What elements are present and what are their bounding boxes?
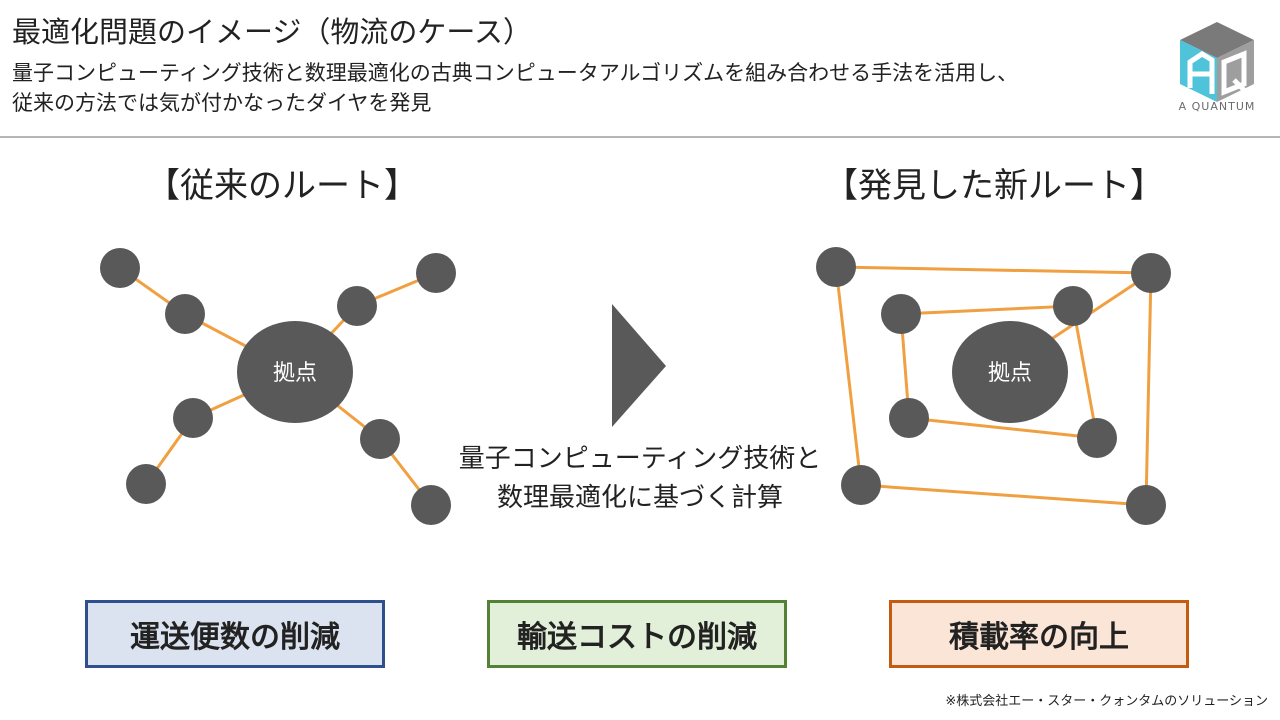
delivery-node (411, 485, 451, 525)
right-diagram-title: 【発見した新ルート】 (824, 166, 1164, 206)
delivery-node (126, 464, 166, 504)
play-triangle-icon (612, 304, 666, 427)
page-subtitle: 量子コンピューティング技術と数理最適化の古典コンピュータアルゴリズムを組み合わせ… (12, 58, 1018, 118)
delivery-node (337, 286, 377, 326)
hub-node (237, 321, 353, 423)
method-caption-line-2: 数理最適化に基づく計算 (496, 483, 783, 513)
delivery-node (416, 253, 456, 293)
result-label: 輸送コストの削減 (517, 620, 757, 655)
subtitle-line-2: 従来の方法では気が付かなったダイヤを発見 (12, 91, 432, 115)
result-label: 積載率の向上 (949, 620, 1129, 655)
delivery-node (1126, 485, 1166, 525)
route-edge (1049, 271, 1152, 342)
result-lower-cost: 輸送コストの削減 (487, 600, 787, 668)
hub-label: 拠点 (988, 361, 1032, 386)
delivery-node (1131, 253, 1171, 293)
delivery-node (1053, 286, 1093, 326)
method-caption: 量子コンピューティング技術と 数理最適化に基づく計算 (440, 440, 840, 518)
header-divider (0, 136, 1280, 138)
right-diagram: 拠点 (816, 247, 1171, 525)
aq-cube-logo-icon (1180, 22, 1254, 102)
result-fewer-shipments: 運送便数の削減 (85, 600, 385, 668)
result-label: 運送便数の削減 (130, 620, 340, 655)
delivery-node (816, 247, 856, 287)
delivery-node (360, 419, 400, 459)
hub-node (952, 321, 1068, 423)
result-higher-load-rate: 積載率の向上 (889, 600, 1189, 668)
page-title: 最適化問題のイメージ（物流のケース） (12, 15, 532, 49)
hub-label: 拠点 (273, 361, 317, 386)
subtitle-line-1: 量子コンピューティング技術と数理最適化の古典コンピュータアルゴリズムを組み合わせ… (12, 61, 1019, 85)
method-caption-line-1: 量子コンピューティング技術と (458, 444, 822, 474)
left-diagram: 拠点 (100, 248, 456, 525)
footnote: ※株式会社エー・スター・クォンタムのソリューション (945, 694, 1268, 709)
delivery-node (165, 294, 205, 334)
delivery-node (1077, 418, 1117, 458)
delivery-node (100, 248, 140, 288)
logo-wordmark: A QUANTUM (1178, 100, 1256, 113)
delivery-node (889, 398, 929, 438)
delivery-node (881, 294, 921, 334)
delivery-node (841, 465, 881, 505)
left-diagram-title: 【従来のルート】 (146, 166, 418, 206)
delivery-node (173, 398, 213, 438)
